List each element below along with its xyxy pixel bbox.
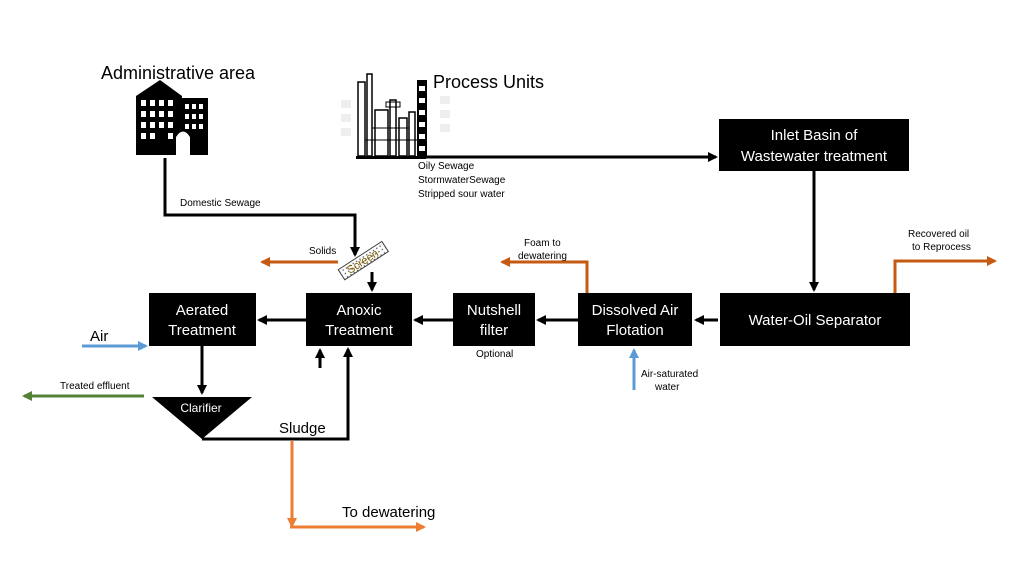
optional-label: Optional [476, 349, 513, 360]
oil-flows [260, 256, 997, 293]
admin-area-heading: Administrative area [101, 63, 256, 83]
foam-label-2: dewatering [518, 251, 567, 262]
flow-sludge-return [202, 347, 353, 441]
refinery-icon [341, 73, 450, 159]
process-units-heading: Process Units [433, 72, 544, 92]
treated-effluent-label: Treated effluent [60, 381, 130, 392]
water-oil-separator-box: Water-Oil Separator [720, 293, 910, 346]
solids-label: Solids [309, 246, 336, 257]
office-building-icon [136, 80, 208, 155]
water-oil-separator-label: Water-Oil Separator [749, 312, 882, 329]
flow-domestic-sewage [163, 158, 360, 257]
anoxic-treatment-box: Anoxic Treatment [306, 293, 412, 346]
screen: Screen [337, 240, 390, 281]
flow-recovered-oil [893, 256, 997, 293]
air-saturated-label-2: water [654, 382, 680, 393]
screen-label: Screen [345, 247, 381, 276]
inlet-basin-label-2: Wastewater treatment [741, 148, 888, 165]
stream-label-stormwater: StormwaterSewage [418, 175, 506, 186]
anoxic-label-1: Anoxic [336, 302, 382, 319]
aerated-treatment-box: Aerated Treatment [149, 293, 256, 346]
stream-label-oily-sewage: Oily Sewage [418, 161, 475, 172]
domestic-sewage-label: Domestic Sewage [180, 198, 261, 209]
sludge-label: Sludge [279, 420, 326, 437]
clarifier-label: Clarifier [180, 401, 221, 415]
inlet-basin-box: Inlet Basin of Wastewater treatment [719, 119, 909, 171]
anoxic-label-2: Treatment [325, 322, 394, 339]
nutshell-label-1: Nutshell [467, 302, 521, 319]
foam-label-1: Foam to [524, 238, 561, 249]
daf-label-1: Dissolved Air [592, 302, 679, 319]
air-label: Air [90, 328, 108, 345]
sludge-flow [287, 441, 426, 532]
inlet-basin-label-1: Inlet Basin of [771, 127, 859, 144]
stream-label-sour-water: Stripped sour water [418, 189, 505, 200]
aerated-label-2: Treatment [168, 322, 237, 339]
air-flows [82, 341, 639, 390]
nutshell-filter-box: Nutshell filter [453, 293, 535, 346]
main-flows [163, 152, 819, 441]
daf-box: Dissolved Air Flotation [578, 293, 692, 346]
air-saturated-label-1: Air-saturated [641, 369, 698, 380]
clarifier-tank: Clarifier [152, 397, 252, 439]
flow-foam [500, 257, 589, 293]
recovered-oil-label-2: to Reprocess [912, 242, 971, 253]
aerated-label-1: Aerated [176, 302, 229, 319]
to-dewatering-label: To dewatering [342, 504, 435, 521]
daf-label-2: Flotation [606, 322, 664, 339]
recovered-oil-label-1: Recovered oil [908, 229, 969, 240]
nutshell-label-2: filter [480, 322, 508, 339]
